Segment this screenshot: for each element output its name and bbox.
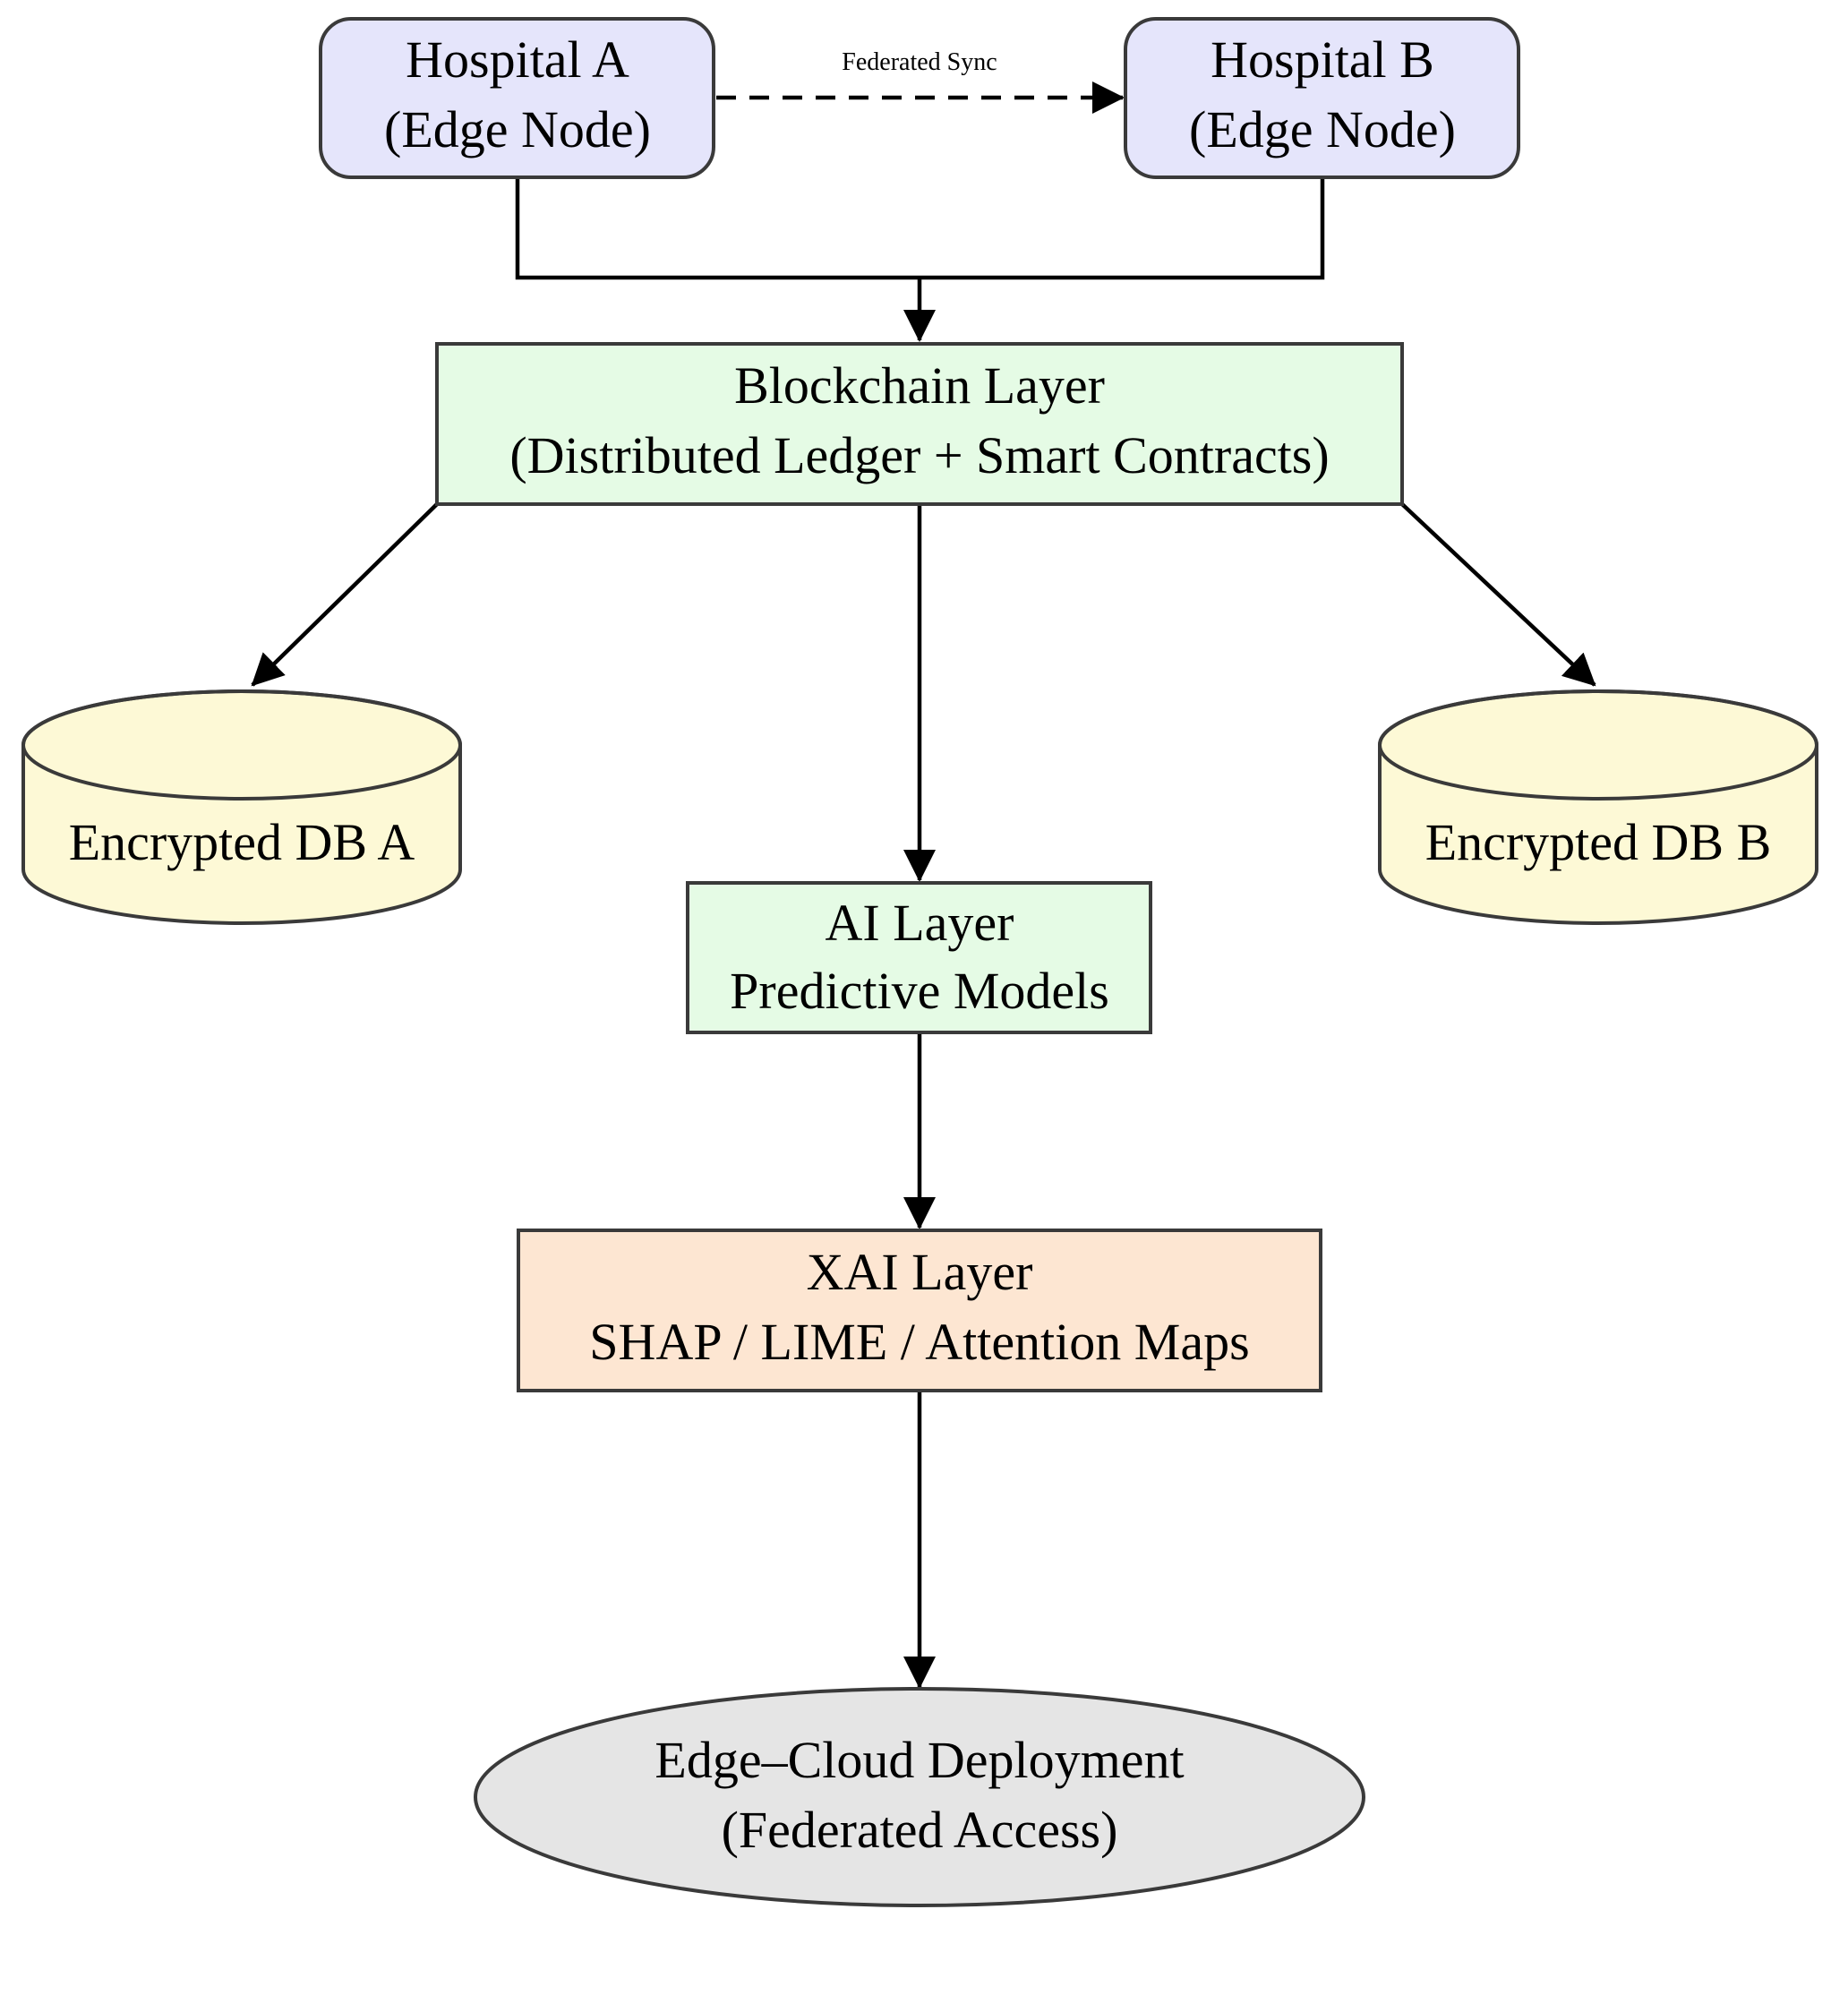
hospital-b-node: Hospital B (Edge Node) [1124,17,1520,179]
hospital-b-subtitle: (Edge Node) [1189,100,1456,158]
federated-sync-label: Federated Sync [842,48,997,76]
deployment-title: Edge–Cloud Deployment [654,1731,1184,1789]
encrypted-db-a-label: Encrypted DB A [69,813,415,871]
hospital-a-title: Hospital A [406,30,629,89]
ai-layer-title: AI Layer [826,894,1014,952]
hospital-a-subtitle: (Edge Node) [384,100,651,158]
encrypted-db-b-node: Encrypted DB B [1378,689,1818,925]
deployment-subtitle: (Federated Access) [722,1801,1118,1859]
ai-layer-node: AI Layer Predictive Models [686,881,1152,1034]
encrypted-db-b-label: Encrypted DB B [1425,813,1772,871]
xai-layer-title: XAI Layer [807,1243,1033,1301]
edges: Federated Sync [251,48,1596,1689]
edge-cloud-deployment-node: Edge–Cloud Deployment (Federated Access) [474,1687,1365,1907]
encrypted-db-a-node: Encrypted DB A [21,689,462,925]
blockchain-subtitle: (Distributed Ledger + Smart Contracts) [509,426,1329,484]
blockchain-layer-node: Blockchain Layer (Distributed Ledger + S… [435,342,1404,506]
blockchain-to-db-a-edge [251,502,439,687]
hospital-a-node: Hospital A (Edge Node) [319,17,715,179]
blockchain-title: Blockchain Layer [734,356,1105,415]
ai-layer-subtitle: Predictive Models [730,962,1109,1020]
xai-layer-subtitle: SHAP / LIME / Attention Maps [589,1313,1249,1371]
hospital-b-to-blockchain-edge [920,179,1325,280]
hospital-b-title: Hospital B [1211,30,1434,89]
blockchain-to-db-b-edge [1400,502,1596,687]
xai-layer-node: XAI Layer SHAP / LIME / Attention Maps [517,1229,1322,1392]
hospital-a-to-blockchain-edge [515,179,920,280]
